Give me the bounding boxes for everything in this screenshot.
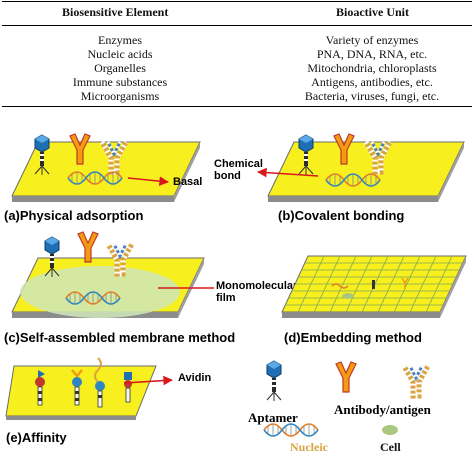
avidin-anchor-left bbox=[35, 370, 45, 406]
legend-nucleic-label: Nucleic bbox=[290, 440, 328, 454]
legend-antibody-label: Antibody/antigen bbox=[334, 402, 431, 417]
panel-covalent-bonding bbox=[257, 128, 470, 208]
avidin-anchor-far bbox=[124, 372, 132, 403]
panel-physical-adsorption: Basal bbox=[8, 128, 208, 208]
table-cell: Nucleic acids bbox=[87, 47, 153, 61]
avidin-anchor-right bbox=[94, 357, 105, 408]
legend-aptamer-label: Aptamer bbox=[248, 410, 298, 425]
legend-antibody-icon bbox=[335, 361, 357, 393]
substrate-side bbox=[282, 312, 440, 318]
legend-cell-label: Cell bbox=[380, 440, 401, 454]
header-bioactive-unit: Bioactive Unit bbox=[336, 5, 409, 19]
avidin-label: Avidin bbox=[178, 372, 212, 384]
monomolecular-film-label: Monomolecular film bbox=[216, 280, 297, 304]
film-label-line1: Monomolecular bbox=[216, 280, 298, 292]
monomolecular-film bbox=[20, 266, 180, 318]
table-cell: Microorganisms bbox=[80, 89, 160, 103]
panel-embedding-method bbox=[274, 250, 470, 324]
caption-affinity: (e)Affinity bbox=[6, 430, 67, 445]
table-cell: Organelles bbox=[94, 61, 146, 75]
table-bottom-rule bbox=[2, 106, 472, 107]
caption-self-assembled-membrane: (c)Self-assembled membrane method bbox=[4, 330, 236, 345]
basal-arrow bbox=[127, 176, 169, 186]
chemical-bond-label: Chemical bond bbox=[214, 158, 263, 182]
basal-label: Basal bbox=[173, 176, 203, 188]
table-cell: Antigens, antibodies, etc. bbox=[311, 75, 433, 89]
substrate-plate bbox=[267, 141, 465, 197]
table-top-rule bbox=[2, 1, 472, 2]
table-cell: Enzymes bbox=[98, 33, 142, 47]
chemical-bond-label-line2: bond bbox=[214, 170, 241, 182]
embedded-cell-icon bbox=[342, 293, 354, 299]
substrate-edge bbox=[174, 142, 200, 202]
legend-aptamer-icon bbox=[266, 360, 282, 402]
header-biosensitive-element: Biosensitive Element bbox=[62, 5, 169, 19]
caption-embedding-method: (d)Embedding method bbox=[284, 330, 422, 345]
caption-physical-adsorption: (a)Physical adsorption bbox=[4, 208, 144, 223]
embedded-antibody-icon bbox=[401, 277, 409, 289]
embedded-aptamer-icon bbox=[372, 280, 375, 289]
chemical-bond-label-line1: Chemical bbox=[214, 158, 263, 170]
column-bioactive: Variety of enzymes PNA, DNA, RNA, etc. M… bbox=[270, 33, 474, 103]
legend bbox=[240, 358, 470, 458]
table-cell: Bacteria, viruses, fungi, etc. bbox=[304, 89, 440, 103]
film-label-line2: film bbox=[216, 292, 236, 304]
substrate-side bbox=[6, 416, 136, 420]
avidin-anchor-mid bbox=[71, 369, 83, 406]
legend-antigen-icon bbox=[404, 366, 428, 396]
table-cell: Mitochondria, chloroplasts bbox=[307, 61, 437, 75]
panel-self-assembled-membrane bbox=[8, 231, 218, 324]
avidin-arrow bbox=[123, 375, 173, 386]
substrate-side bbox=[12, 196, 174, 202]
table-cell: PNA, DNA, RNA, etc. bbox=[316, 47, 428, 61]
caption-covalent-bonding: (b)Covalent bonding bbox=[278, 208, 405, 223]
legend-cell-icon bbox=[382, 425, 398, 435]
column-biosensitive: Enzymes Nucleic acids Organelles Immune … bbox=[0, 33, 240, 103]
substrate-side bbox=[268, 196, 438, 202]
substrate-plate bbox=[5, 365, 157, 417]
embedding-grid bbox=[285, 255, 463, 313]
substrate-edge bbox=[440, 256, 466, 318]
table-header-rule bbox=[2, 25, 472, 26]
panel-affinity bbox=[5, 356, 176, 426]
substrate-edge bbox=[438, 142, 464, 202]
chemical-bond-arrow bbox=[257, 167, 319, 178]
table-cell: Variety of enzymes bbox=[325, 33, 419, 47]
embedded-helix-icon bbox=[331, 283, 349, 289]
table-cell: Immune substances bbox=[72, 75, 168, 89]
